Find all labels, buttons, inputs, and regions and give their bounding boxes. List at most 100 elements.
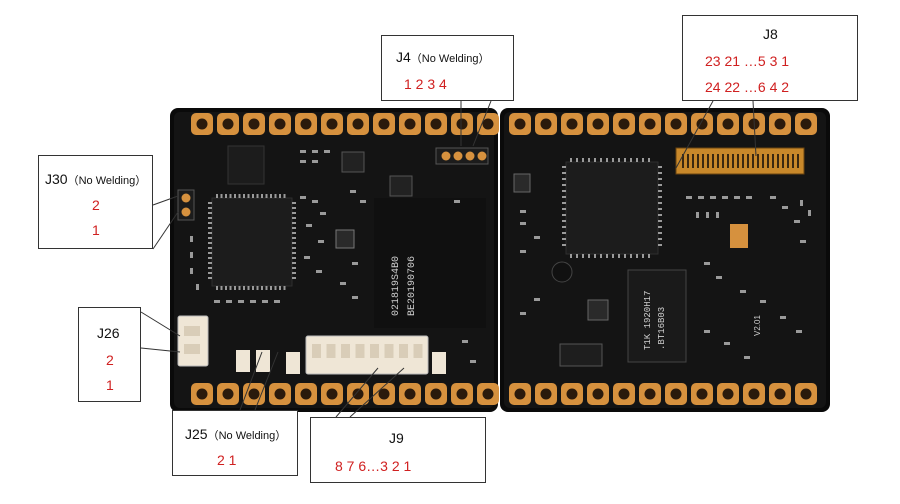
pad-hole (274, 388, 286, 400)
j30-header-pads (177, 189, 195, 221)
pad-hole (618, 388, 630, 400)
pad-hole (196, 388, 208, 400)
chip-pin (562, 196, 566, 198)
chip-pin (582, 158, 584, 162)
chip-pin (208, 222, 212, 224)
j9-pin-slot (355, 344, 365, 358)
smd-component (306, 224, 312, 227)
chip-pin (636, 254, 638, 258)
smd-component (300, 160, 306, 163)
pad-hole (404, 388, 416, 400)
pad-hole (696, 388, 708, 400)
j9-pin-slot (341, 344, 350, 358)
pad-hole (300, 388, 312, 400)
chip-pin (229, 194, 232, 198)
chip-pin (612, 158, 614, 162)
chip-pin (292, 217, 296, 219)
pad-hole (514, 118, 526, 130)
pad-hole (514, 388, 526, 400)
chip-pin (562, 238, 566, 240)
pad-hole (670, 118, 682, 130)
j9-pin-slot (312, 344, 321, 358)
smd-component (262, 300, 268, 303)
pad-hole (566, 118, 578, 130)
chip-pin (562, 220, 566, 222)
chip-pin (292, 247, 296, 249)
j26-connector-body (177, 315, 209, 367)
left-pcb-board: 021819S4B0 BE20190706 (170, 108, 499, 412)
chip-pin (588, 158, 590, 162)
chip-pin (225, 286, 227, 290)
pad-hole (592, 388, 604, 400)
left-module-shield (374, 198, 486, 328)
pad-hole (248, 388, 260, 400)
j25-pin-numbers: 2 1 (217, 452, 237, 468)
pad-hole (456, 118, 468, 130)
fpc-pin (757, 154, 759, 168)
chip-pin (208, 267, 212, 269)
chip-pin (208, 242, 212, 244)
fpc-pin (782, 154, 784, 168)
leader-lines (140, 100, 757, 418)
chip-pin (292, 257, 296, 259)
pad-hole (482, 118, 494, 130)
smd-component (214, 300, 220, 303)
smd-component (780, 316, 786, 319)
fpc-pin (722, 154, 724, 168)
j4-pin-numbers: 1 2 3 4 (404, 76, 447, 92)
chip-pin (612, 254, 614, 258)
fpc-pin (762, 154, 764, 168)
fpc-pin (707, 154, 709, 168)
chip-pin (208, 212, 212, 214)
fpc-pin (792, 154, 794, 168)
j25-note: （No Welding） (207, 430, 287, 442)
chip-pin (630, 254, 632, 258)
chip-pin (594, 158, 596, 162)
chip-pin (270, 286, 272, 290)
smd-component (716, 276, 722, 279)
j25-callout: J25（No Welding） 2 1 (172, 410, 298, 476)
chip-pin (234, 286, 236, 290)
pad-hole (430, 388, 442, 400)
chip-pin (658, 202, 662, 204)
smd-component (722, 196, 728, 199)
chip-pin (624, 158, 626, 162)
chip-pin (292, 232, 296, 234)
smd-component (520, 250, 526, 253)
chip-pin (658, 208, 662, 210)
left-module-text-2: BE20190706 (407, 256, 418, 316)
smd-component (238, 300, 244, 303)
right-chip-text-2: .BT16B03 (657, 307, 667, 350)
chip-pin (562, 184, 566, 186)
right-version-text: V2.01 (753, 315, 762, 336)
fpc-pin (697, 154, 699, 168)
smd-component (352, 262, 358, 265)
chip-pin (292, 242, 296, 244)
pad-hole (722, 388, 734, 400)
smd-component (520, 210, 526, 213)
chip-pin (618, 254, 620, 258)
pad-hole (644, 388, 656, 400)
chip-pin (658, 190, 662, 192)
pad-hole (378, 118, 390, 130)
smd-component (250, 300, 256, 303)
smd-component (686, 196, 692, 199)
fpc-pin (742, 154, 744, 168)
j30-note: （No Welding） (67, 175, 147, 187)
chip-pin (562, 208, 566, 210)
chip-pin (606, 158, 608, 162)
chip-pin (208, 262, 212, 264)
j26-title: J26 (97, 325, 120, 341)
pad-hole (774, 388, 786, 400)
chip-pin (642, 158, 644, 162)
chip-pin (229, 286, 232, 290)
left-ic-b (389, 175, 413, 197)
chip-pin (630, 158, 632, 162)
fpc-pin (727, 154, 729, 168)
smd-component (470, 360, 476, 363)
smd-component (800, 200, 803, 206)
fpc-pin (752, 154, 754, 168)
chip-pin (658, 196, 662, 198)
chip-pin (292, 252, 296, 254)
